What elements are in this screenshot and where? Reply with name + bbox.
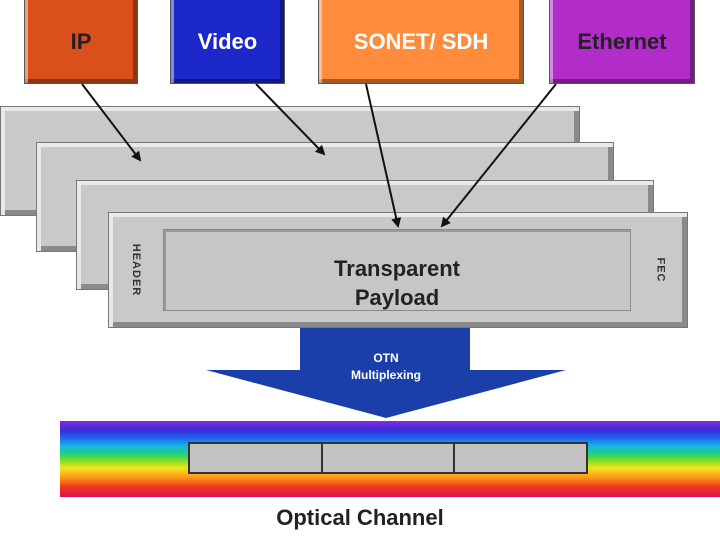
payload-section: Transparent Payload	[163, 229, 631, 311]
ethernet-arrow	[440, 83, 557, 228]
multiplexing-label: Multiplexing	[351, 368, 421, 382]
otn-frame: HEADER Transparent Payload FEC	[108, 212, 688, 328]
channel-slot	[455, 444, 586, 472]
ip-arrow	[81, 83, 142, 162]
ethernet-source-box: Ethernet	[549, 0, 695, 84]
payload-line-1: Transparent	[334, 256, 460, 281]
channel-slot	[190, 444, 323, 472]
ip-label: IP	[70, 29, 92, 54]
otn-multiplexing-label: OTN Multiplexing	[300, 350, 472, 384]
optical-channel-container	[188, 442, 588, 474]
channel-slot	[323, 444, 456, 472]
video-source-box: Video	[170, 0, 285, 84]
otn-multiplexing-arrow	[206, 328, 566, 418]
otn-label: OTN	[373, 351, 399, 365]
sonet-arrow	[365, 83, 402, 228]
video-arrow	[255, 83, 326, 156]
sonet-sdh-label: SONET/ SDH	[353, 29, 489, 54]
video-label: Video	[197, 29, 258, 54]
optical-channel-label: Optical Channel	[276, 505, 444, 530]
ethernet-label: Ethernet	[577, 29, 667, 54]
payload-line-2: Payload	[354, 285, 440, 310]
ip-source-box: IP	[24, 0, 138, 84]
payload-label: Transparent Payload	[164, 254, 630, 312]
sonet-sdh-source-box: SONET/ SDH	[318, 0, 524, 84]
